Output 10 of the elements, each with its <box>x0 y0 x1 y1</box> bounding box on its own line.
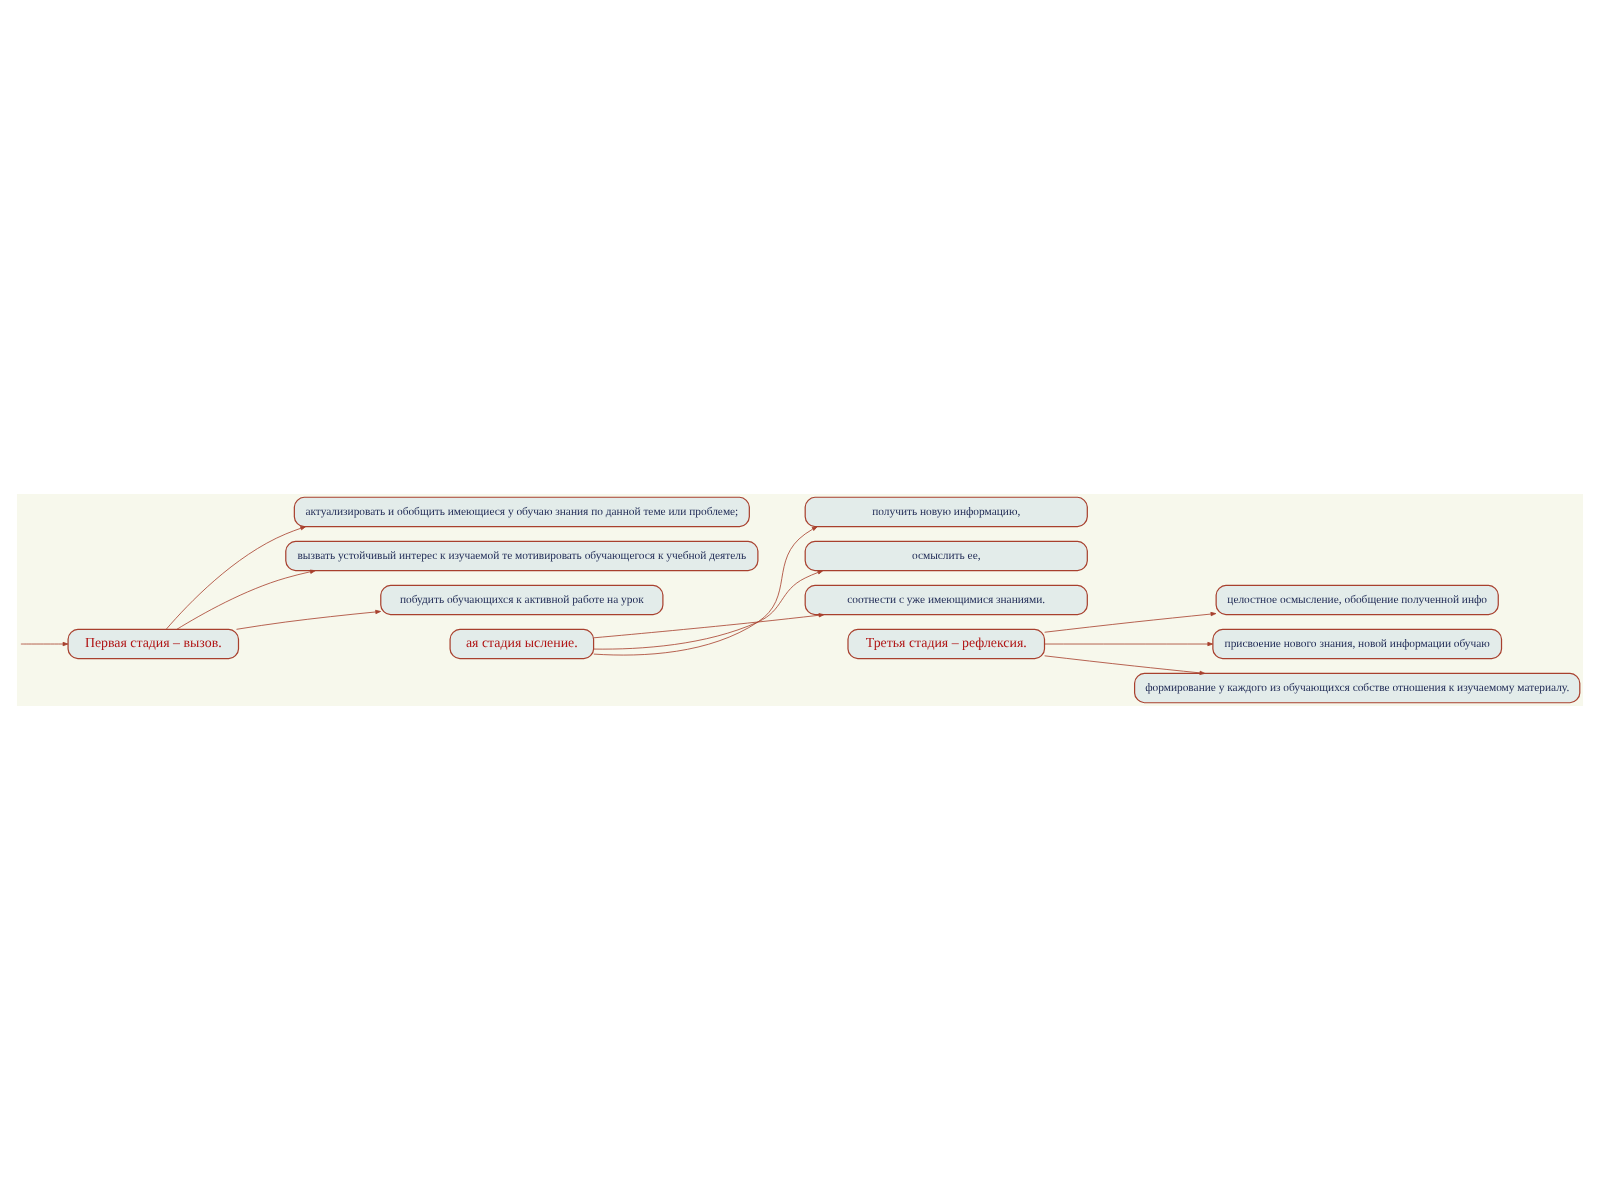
arrow <box>593 526 818 656</box>
arrow <box>593 570 824 650</box>
arrow <box>1044 611 1217 633</box>
arrow <box>593 613 825 639</box>
arrow <box>236 609 381 630</box>
arrow <box>20 641 69 647</box>
arrow <box>176 569 316 630</box>
arrow <box>166 526 306 630</box>
arrow <box>1044 655 1206 675</box>
arrow <box>1044 641 1214 647</box>
